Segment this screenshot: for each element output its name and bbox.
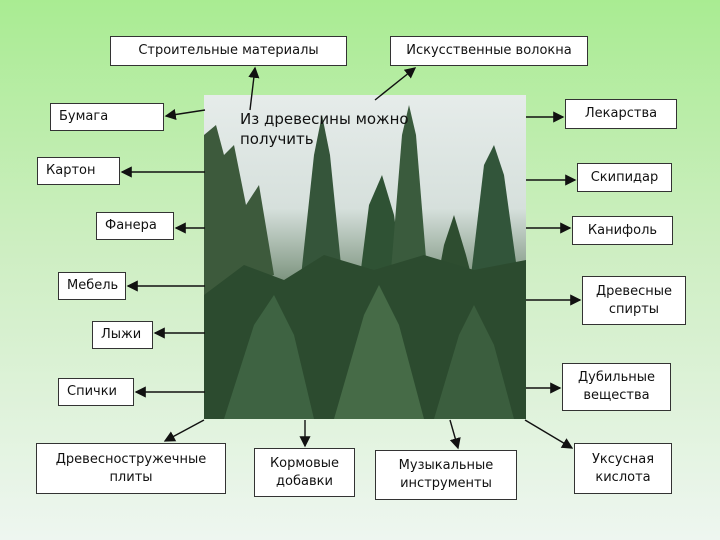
item-rosin: Канифоль <box>572 216 673 245</box>
item-plywood: Фанера <box>96 212 174 240</box>
item-feed: Кормовые добавки <box>254 448 355 497</box>
item-tanning: Дубильные вещества <box>562 363 671 411</box>
item-instruments: Музыкальные инструменты <box>375 450 517 500</box>
center-title: Из древесины можно получить <box>240 110 409 148</box>
item-paper: Бумага <box>50 103 164 131</box>
arrow-particleboard <box>163 419 205 442</box>
item-furniture: Мебель <box>58 272 126 300</box>
item-turpentine: Скипидар <box>577 163 672 192</box>
arrow-acetic <box>524 419 574 449</box>
item-skis: Лыжи <box>92 321 153 349</box>
forest-photo: Из древесины можно получить <box>204 95 526 419</box>
arrow-paper <box>164 108 206 121</box>
arrow-instruments <box>449 419 461 450</box>
arrow-construction <box>248 66 260 111</box>
arrow-fibers <box>374 67 417 101</box>
item-alcohols: Древесные спирты <box>582 276 686 325</box>
item-construction: Строительные материалы <box>110 36 347 66</box>
item-cardboard: Картон <box>37 157 120 185</box>
forest-illustration <box>204 105 526 419</box>
item-fibers: Искусственные волокна <box>390 36 588 66</box>
item-particleboard: Древесностружечные плиты <box>36 443 226 494</box>
item-matches: Спички <box>58 378 134 406</box>
item-acetic: Уксусная кислота <box>574 443 672 494</box>
item-medicines: Лекарства <box>565 99 677 129</box>
